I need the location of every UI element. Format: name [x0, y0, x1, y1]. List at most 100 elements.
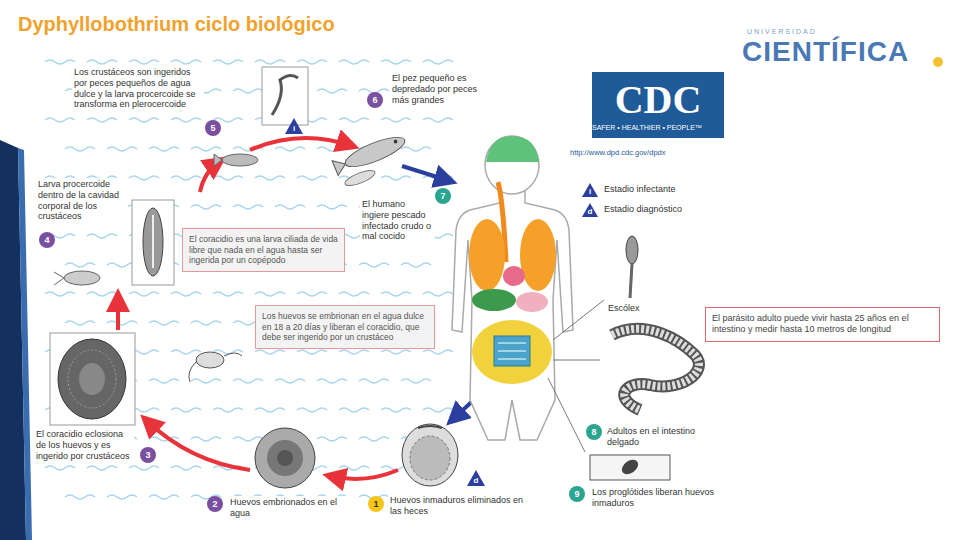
water-wave — [381, 292, 411, 296]
cycle-arrow — [116, 296, 120, 330]
embryo — [79, 363, 105, 395]
image-frame — [262, 67, 308, 125]
brand-logo-text: CIENTÍFICA — [742, 36, 909, 68]
coracidium-cilia — [189, 353, 242, 382]
water-wave — [149, 495, 179, 499]
small-fish — [343, 167, 376, 188]
side-band-stripe — [18, 148, 32, 540]
leader-line — [548, 378, 585, 452]
water-wave — [297, 176, 327, 180]
water-wave — [129, 118, 159, 122]
water-wave — [45, 118, 75, 122]
callout-number: 3 — [140, 447, 156, 463]
water-wave — [275, 205, 305, 209]
water-wave — [149, 321, 179, 325]
water-wave — [255, 292, 285, 296]
water-wave — [213, 408, 243, 412]
water-wave — [233, 89, 263, 93]
stage-mark-letter: i — [584, 187, 596, 197]
water-wave — [297, 292, 327, 296]
water-wave — [171, 466, 201, 470]
water-wave — [401, 147, 431, 151]
proglottid-segments — [612, 329, 699, 410]
water-wave — [423, 292, 453, 296]
copepod-antenna — [54, 272, 64, 285]
step-text: El coracidio eclosiona de los huevos y e… — [34, 428, 134, 462]
copepod-small — [64, 271, 100, 285]
water-wave — [129, 176, 159, 180]
logo-accent — [933, 57, 943, 67]
water-wave — [359, 263, 389, 267]
callout-number: 5 — [205, 120, 221, 136]
small-fish — [222, 154, 258, 166]
water-wave — [255, 60, 285, 64]
water-wave — [213, 176, 243, 180]
step-text: Adultos en el intestino delgado — [605, 425, 715, 449]
step-text: Huevos inmaduros eliminados en las heces — [388, 494, 538, 518]
predator-fish — [332, 132, 408, 177]
water-wave — [191, 437, 221, 441]
water-wave — [339, 60, 369, 64]
infective-stage-mark — [285, 118, 303, 134]
water-wave — [87, 234, 117, 238]
step-text: Los crustáceos son ingeridos por peces p… — [72, 66, 204, 111]
legend-text: Estadio infectante — [604, 184, 676, 194]
water-wave — [213, 60, 243, 64]
step-text: Larva procercoide dentro de la cavidad c… — [36, 178, 128, 223]
water-wave — [255, 176, 285, 180]
water-wave — [45, 60, 75, 64]
water-wave — [381, 350, 411, 354]
step-text: El humano ingiere pescado infectado crud… — [360, 198, 435, 243]
stage-mark-letter: i — [288, 124, 300, 134]
water-wave — [401, 379, 431, 383]
human-figure — [452, 136, 573, 440]
water-wave — [381, 60, 411, 64]
water-wave — [339, 466, 369, 470]
water-wave — [233, 205, 263, 209]
legend-item: Estadio infectante — [604, 184, 676, 194]
coracidium — [196, 352, 224, 368]
water-wave — [423, 60, 453, 64]
water-wave — [381, 408, 411, 412]
cycle-arrow — [330, 470, 398, 479]
legend-text: Estadio diagnóstico — [604, 204, 682, 214]
water-wave — [213, 292, 243, 296]
fish-tail — [214, 154, 222, 166]
callout-number: 2 — [207, 496, 223, 512]
water-wave — [275, 379, 305, 383]
logo-box — [592, 72, 724, 138]
water-wave — [171, 408, 201, 412]
water-wave — [191, 205, 221, 209]
water-wave — [317, 147, 347, 151]
water-wave — [339, 118, 369, 122]
water-wave — [297, 350, 327, 354]
legend-sample — [582, 203, 598, 217]
note-box: El coracidio es una larva ciliada de vid… — [182, 228, 345, 272]
leader-line — [553, 360, 600, 361]
note-text: El coracidio es una larva ciliada de vid… — [189, 234, 338, 266]
egg-content — [410, 436, 450, 480]
water-wave — [317, 89, 347, 93]
stage-mark-letter: d — [584, 207, 596, 217]
stage-mark-letter: d — [470, 476, 482, 486]
step-text: Los proglótides liberan huevos inmaduros — [590, 486, 720, 510]
water-wave — [191, 147, 221, 151]
water-wave — [423, 350, 453, 354]
water-wave — [381, 176, 411, 180]
water-wave — [317, 379, 347, 383]
water-wave — [297, 60, 327, 64]
water-wave — [129, 466, 159, 470]
step-text: Huevos embrionados en el agua — [228, 496, 348, 520]
url-text: http://www.dpd.cdc.gov/dpdx — [570, 148, 665, 157]
water-wave — [129, 292, 159, 296]
water-wave — [297, 408, 327, 412]
part-name: Escólex — [606, 303, 656, 313]
unembryonated-egg — [402, 424, 458, 486]
image-frame — [132, 200, 174, 285]
water-wave — [65, 147, 95, 151]
water-wave — [359, 437, 389, 441]
water-wave — [171, 350, 201, 354]
water-wave — [45, 466, 75, 470]
